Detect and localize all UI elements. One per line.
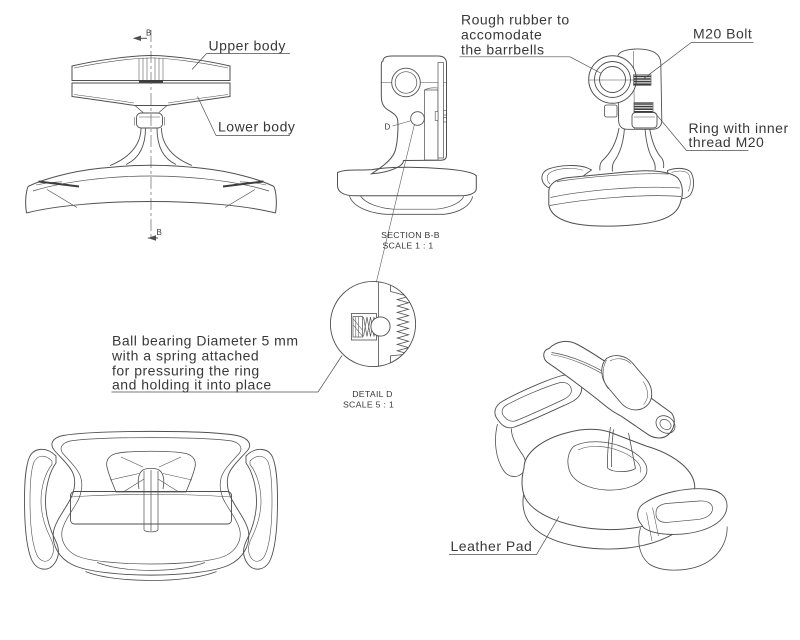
detail-scale: SCALE 5 : 1 xyxy=(343,399,394,409)
section-view: D SECTION B-B SCALE 1 : 1 xyxy=(337,55,477,283)
base-pad xyxy=(25,164,277,214)
m20-bolt xyxy=(633,74,652,86)
section-marker-top: B xyxy=(146,29,151,38)
side-view: Rough rubber to accomodate the barrbells… xyxy=(459,12,789,227)
section-arrow-bottom-icon xyxy=(147,235,158,241)
detail-right-hatched xyxy=(390,281,416,367)
leader-ball-bearing xyxy=(111,355,343,393)
label-ball-bearing-4: and holding it into place xyxy=(112,377,272,393)
label-ball-bearing-3: for pressuring the ring xyxy=(112,363,260,379)
iso-right-wing-bottom xyxy=(638,526,728,571)
ring-collar xyxy=(631,112,658,129)
top-view xyxy=(24,430,278,581)
label-ball-bearing-1: Ball bearing Diameter 5 mm xyxy=(112,333,299,349)
slot-channel xyxy=(424,89,439,161)
label-leather-pad: Leather Pad xyxy=(451,538,533,554)
side-stem xyxy=(599,127,665,172)
side-lug xyxy=(604,104,618,118)
section-scale: SCALE 1 : 1 xyxy=(382,240,433,250)
leader-rough-rubber xyxy=(459,56,602,74)
detail-boundary-circle xyxy=(329,280,417,368)
section-title: SECTION B-B xyxy=(381,230,440,240)
pocket-plug xyxy=(352,316,363,338)
section-marker-bottom: B xyxy=(157,228,162,237)
barbell-hole xyxy=(391,67,421,98)
leader-detail xyxy=(376,124,415,283)
label-ring-2: thread M20 xyxy=(689,134,765,150)
leader-m20-bolt xyxy=(643,42,754,80)
leader-ring xyxy=(653,111,749,151)
label-ball-bearing-2: with a spring attached xyxy=(111,348,259,364)
stem xyxy=(109,127,193,166)
top-outline-outer xyxy=(51,430,251,576)
label-upper-body: Upper body xyxy=(209,38,286,54)
thread-ring xyxy=(136,112,163,129)
ring-strip xyxy=(437,62,444,159)
ball-bearing xyxy=(370,316,391,337)
upper-body-outline xyxy=(71,54,231,81)
top-dome xyxy=(106,450,196,493)
section-body-hatched xyxy=(369,55,447,175)
section-base-hatched xyxy=(337,166,477,197)
label-ring-1: Ring with inner xyxy=(689,120,789,136)
top-left-lobe xyxy=(24,448,59,570)
iso-right-wing xyxy=(637,488,728,535)
leader-leather-pad xyxy=(449,516,560,555)
label-rough-rubber-1: Rough rubber to xyxy=(461,12,570,28)
detail-view: DETAIL D SCALE 5 : 1 Ball bearing Diamet… xyxy=(111,280,417,409)
label-lower-body: Lower body xyxy=(218,119,295,135)
isometric-view: Leather Pad xyxy=(449,340,728,571)
iso-inner-opening xyxy=(567,441,648,491)
detail-marker: D xyxy=(385,123,391,132)
leader-lower-body xyxy=(197,96,290,136)
top-right-lobe xyxy=(243,448,278,570)
detail-callout-circle xyxy=(410,111,425,126)
clamp-boss xyxy=(588,55,637,104)
rubber-ring xyxy=(594,61,631,98)
top-knob xyxy=(137,467,165,490)
label-rough-rubber-3: the barrbells xyxy=(461,42,545,58)
top-outline-inner xyxy=(60,437,242,565)
pad-main xyxy=(548,170,683,227)
label-m20-bolt: M20 Bolt xyxy=(693,26,752,42)
leader-upper-body xyxy=(191,53,290,70)
iso-collar xyxy=(601,355,653,411)
detail-title: DETAIL D xyxy=(352,389,393,399)
iso-tube-opening xyxy=(655,415,676,434)
label-rough-rubber-2: accomodate xyxy=(461,27,542,43)
front-view: B B Upper body xyxy=(25,29,295,241)
section-arrow-top-icon xyxy=(132,35,147,41)
iso-stem xyxy=(607,426,636,473)
